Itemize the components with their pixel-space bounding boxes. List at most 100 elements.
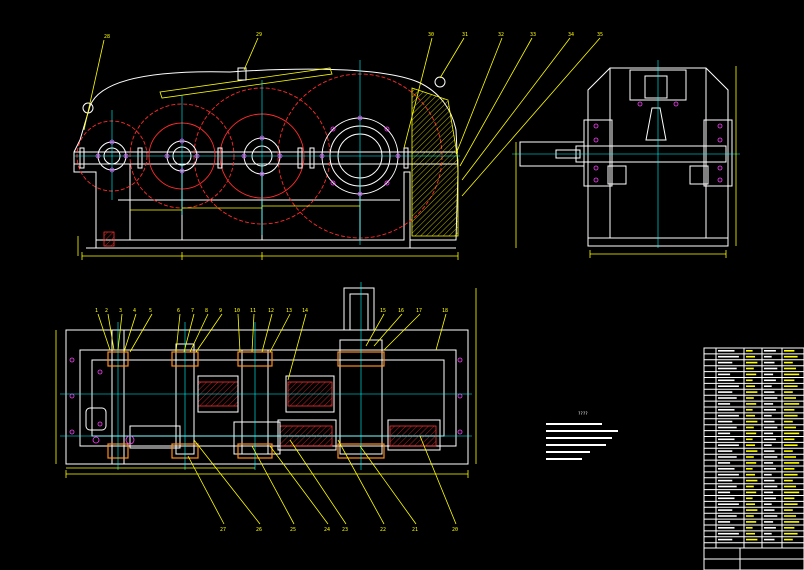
- parts-list-entry: [746, 361, 758, 364]
- parts-list-entry: [784, 391, 793, 393]
- parts-list-entry: [746, 521, 757, 523]
- balloon-28: 28: [104, 34, 110, 40]
- parts-list-entry: [718, 462, 731, 464]
- balloon-6: 6: [177, 308, 180, 314]
- parts-list-entry: [746, 450, 758, 452]
- parts-list-entry: [746, 355, 755, 358]
- parts-list-entry: [718, 385, 739, 387]
- parts-list-entry: [784, 473, 798, 476]
- parts-list-entry: [718, 420, 733, 423]
- balloon-12: 12: [268, 308, 274, 314]
- parts-list-entry: [718, 538, 733, 541]
- balloon-33: 33: [530, 32, 536, 38]
- parts-list-entry: [746, 468, 753, 470]
- parts-list-entry: [764, 509, 775, 511]
- parts-list-entry: [746, 391, 758, 393]
- side-elevation-view: [512, 60, 740, 258]
- parts-list-entry: [746, 456, 754, 458]
- parts-list-entry: [764, 397, 778, 399]
- balloon-7: 7: [191, 308, 194, 314]
- parts-list-entry: [784, 409, 795, 411]
- parts-list-entry: [784, 527, 795, 529]
- parts-list-entry: [784, 485, 796, 488]
- parts-list-entry: [784, 491, 800, 494]
- parts-list-entry: [746, 350, 753, 352]
- parts-list-entry: [784, 403, 800, 405]
- parts-list-entry: [718, 515, 737, 517]
- parts-list-entry: [746, 462, 757, 464]
- balloon-10: 10: [234, 308, 240, 314]
- parts-list-entry: [718, 350, 735, 352]
- parts-list-entry: [764, 538, 775, 541]
- parts-list-entry: [718, 497, 735, 500]
- parts-list-entry: [784, 355, 798, 358]
- parts-list-entry: [784, 367, 796, 370]
- parts-list-entry: [718, 450, 733, 452]
- parts-list-entry: [784, 462, 800, 464]
- parts-list-entry: [746, 432, 757, 435]
- parts-list-entry: [718, 521, 731, 523]
- parts-list-entry: [764, 473, 772, 476]
- parts-list-entry: [746, 532, 755, 535]
- parts-list-entry: [746, 479, 758, 482]
- parts-list-entry: [718, 532, 739, 535]
- balloon-18: 18: [442, 308, 448, 314]
- parts-list-entry: [764, 361, 775, 364]
- parts-list-entry: [764, 426, 778, 429]
- parts-list-entry: [746, 527, 753, 529]
- parts-list-entry: [764, 515, 778, 517]
- parts-list-entry: [784, 397, 796, 399]
- parts-list-entry: [718, 468, 735, 470]
- parts-list-entry: [764, 444, 772, 446]
- parts-list-entry: [764, 468, 776, 470]
- parts-list-entry: [764, 456, 778, 458]
- parts-list-entry: [784, 373, 800, 376]
- parts-list-entry: [764, 414, 772, 417]
- parts-list-entry: [718, 379, 735, 382]
- parts-list-entry: [746, 509, 758, 511]
- parts-list-entry: [718, 426, 737, 429]
- parts-list-entry: [746, 426, 754, 429]
- parts-list-entry: [746, 444, 755, 446]
- parts-list-entry: [746, 385, 755, 387]
- parts-list-entry: [764, 355, 772, 358]
- parts-list-entry: [746, 373, 757, 376]
- parts-list-entry: [718, 438, 735, 441]
- parts-list-entry: [764, 438, 776, 441]
- parts-list-entry: [746, 473, 755, 476]
- parts-list-entry: [784, 379, 795, 382]
- parts-list-entry: [764, 420, 775, 423]
- parts-list-entry: [784, 426, 796, 429]
- parts-list-entry: [784, 432, 800, 435]
- parts-list-title-block: [703, 347, 804, 570]
- parts-list-entry: [746, 497, 753, 500]
- parts-list-entry: [718, 391, 733, 393]
- balloon-15: 15: [380, 308, 386, 314]
- plan-balloons-top: 1 2 3 4 5 6 7 8 9 10 11 12 13 14 15 16 1…: [95, 308, 448, 314]
- parts-list-entry: [764, 373, 774, 376]
- parts-list-entry: [746, 538, 758, 541]
- balloon-14: 14: [302, 308, 308, 314]
- parts-list-entry: [718, 479, 733, 482]
- balloon-21: 21: [412, 527, 418, 533]
- parts-list-entry: [746, 397, 754, 399]
- balloon-3: 3: [119, 308, 122, 314]
- balloon-20: 20: [452, 527, 458, 533]
- parts-list-entry: [764, 379, 776, 382]
- parts-list-entry: [784, 438, 795, 441]
- parts-list-entry: [718, 373, 731, 376]
- parts-list-entry: [764, 450, 775, 452]
- balloon-1: 1: [95, 308, 98, 314]
- balloon-5: 5: [149, 308, 152, 314]
- parts-list-entry: [718, 403, 731, 405]
- parts-list-entry: [764, 497, 776, 500]
- parts-list-entry: [784, 538, 793, 541]
- balloon-8: 8: [205, 308, 208, 314]
- balloon-22: 22: [380, 527, 386, 533]
- parts-list-entry: [784, 420, 793, 423]
- parts-list-entry: [764, 503, 772, 505]
- parts-list-entry: [784, 450, 793, 452]
- balloon-13: 13: [286, 308, 292, 314]
- parts-list-entry: [718, 409, 735, 411]
